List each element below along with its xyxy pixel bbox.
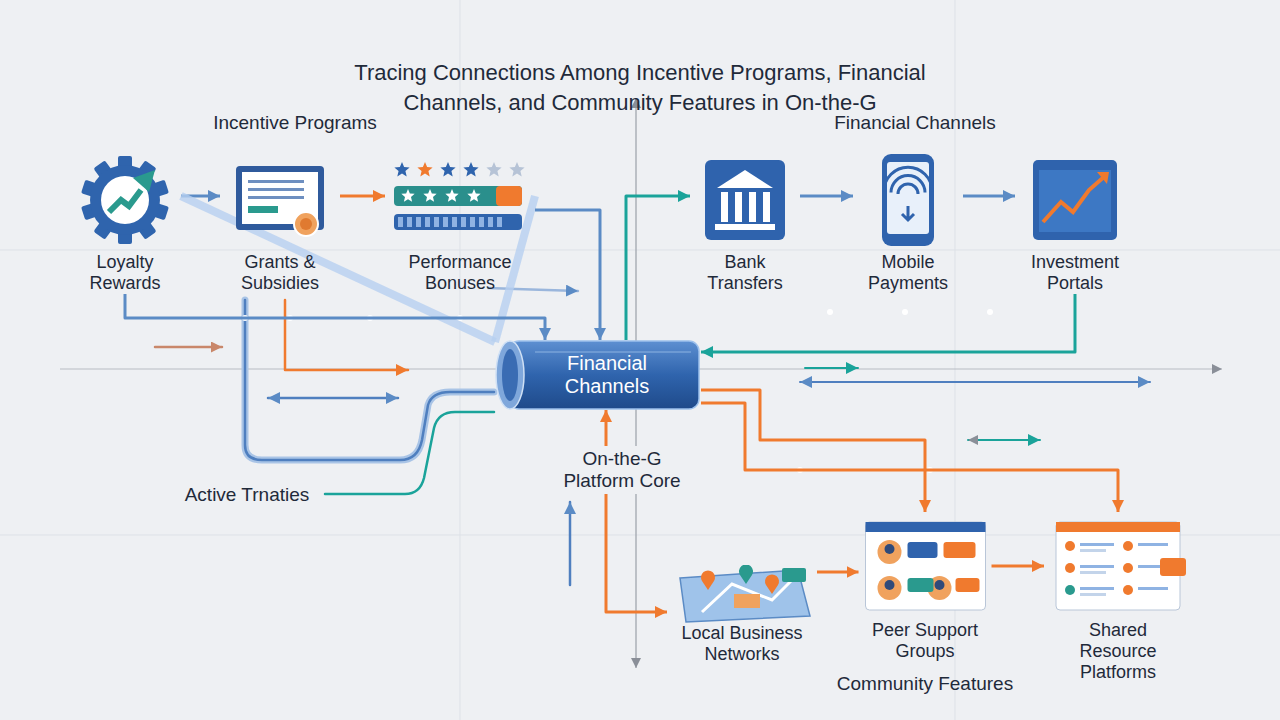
section-label: Incentive Programs <box>213 112 377 134</box>
node-label: Shared Resource Platforms <box>1048 620 1188 683</box>
diagram-title: Tracing Connections Among Incentive Prog… <box>310 58 970 118</box>
flow-connector <box>963 195 1015 198</box>
node-label: Mobile Payments <box>858 252 958 294</box>
flow-connector <box>340 195 385 198</box>
flow-connector <box>701 390 925 512</box>
side-arrows <box>155 175 1150 585</box>
icon-node: Loyalty Rewards <box>69 148 181 294</box>
section-label: Community Features <box>837 673 1013 695</box>
section-label: Financial Channels <box>834 112 996 134</box>
peer-icon <box>859 512 992 620</box>
phone-icon <box>853 148 963 252</box>
icon-node: Local Business Networks <box>667 565 817 665</box>
node-label: Investment Portals <box>1020 252 1130 294</box>
node-label: Local Business Networks <box>672 623 812 665</box>
icon-node: Mobile Payments <box>853 148 963 294</box>
icon-node: Peer Support Groups <box>859 512 992 662</box>
cert-icon <box>220 148 340 252</box>
flow-connector <box>800 195 853 198</box>
node-label: Bank Transfers <box>695 252 795 294</box>
axis-lines <box>60 98 1222 668</box>
chart-icon <box>1015 148 1135 252</box>
active-treaty-pipes <box>242 300 993 494</box>
flow-connector <box>701 294 1075 352</box>
shared-icon <box>1044 512 1192 620</box>
core-caption: On-the-G Platform Core <box>543 446 701 494</box>
bank-icon <box>690 148 800 252</box>
core-label: Financial Channels <box>524 352 672 398</box>
icon-node: Investment Portals <box>1015 148 1135 294</box>
flow-connector <box>817 571 859 574</box>
flow-connector <box>992 565 1045 568</box>
icon-node: Grants & Subsidies <box>220 148 340 294</box>
node-label: Grants & Subsidies <box>225 252 335 294</box>
flow-connector <box>606 410 667 612</box>
node-label: Loyalty Rewards <box>75 252 175 294</box>
flow-connector <box>626 196 690 340</box>
node-label: Peer Support Groups <box>863 620 988 662</box>
section-label: Active Trnaties <box>185 484 310 506</box>
gear-icon <box>69 148 181 252</box>
platform-core-pipe: Financial Channels <box>495 340 701 410</box>
map-icon <box>667 565 817 623</box>
icon-node: Shared Resource Platforms <box>1044 512 1192 683</box>
stars-icon <box>385 148 535 252</box>
icon-node: Bank Transfers <box>690 148 800 294</box>
flow-connector <box>701 403 1118 512</box>
icon-node: Performance Bonuses <box>385 148 535 294</box>
node-label: Performance Bonuses <box>398 252 523 294</box>
flow-connector <box>125 294 545 340</box>
